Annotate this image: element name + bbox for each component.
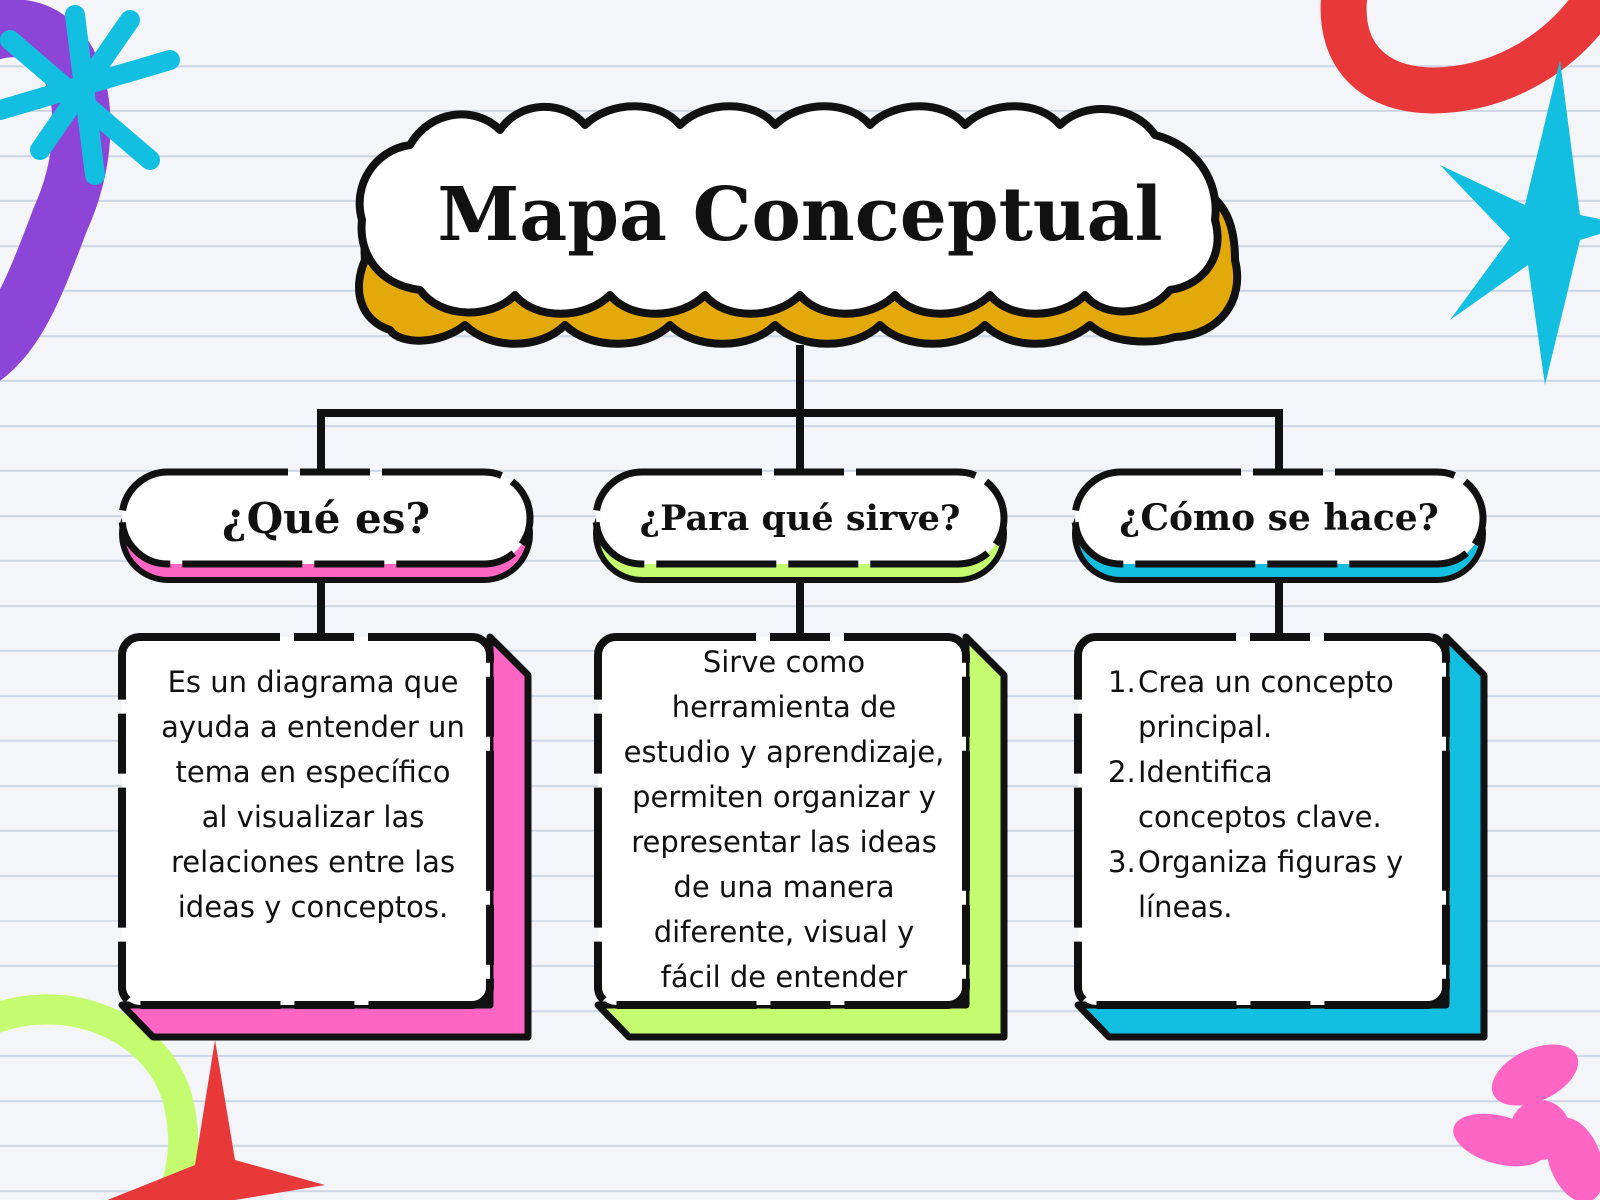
step-text-line: Crea un concepto: [1138, 665, 1394, 699]
text-line: Es un diagrama que: [167, 665, 459, 699]
text-line: relaciones entre las: [170, 845, 456, 879]
connector-lines: [317, 345, 1283, 637]
text-line: estudio y aprendizaje,: [623, 735, 945, 769]
card-side-para-que-sirve: [594, 633, 1008, 1041]
step-number: 2.: [1108, 755, 1136, 789]
step-text-line: líneas.: [1138, 890, 1233, 924]
text-line: ayuda a entender un: [161, 710, 465, 744]
step-text-line: conceptos clave.: [1138, 800, 1382, 834]
text-line: permiten organizar y: [632, 780, 936, 814]
text-line: tema en específico: [175, 755, 451, 789]
step-item: 1. Crea un concepto principal.: [1108, 660, 1438, 750]
title-cloud-body: [355, 102, 1222, 318]
step-item: 3. Organiza figuras y líneas.: [1108, 840, 1438, 930]
page-title: Mapa Conceptual: [437, 172, 1163, 258]
question-pills: [118, 468, 1487, 583]
cyan-star-decoration-topleft: [0, 5, 180, 185]
content-cards: [118, 633, 1488, 1041]
pill-body-para-que-sirve: [592, 468, 1008, 568]
cyan-star-decoration-topright: [1440, 60, 1600, 385]
pink-flower-decoration: [1453, 1044, 1600, 1200]
red-loop-decoration: [1320, 0, 1600, 114]
pill-body-como-se-hace: [1071, 468, 1487, 568]
card-text-que-es: Es un diagrama que ayuda a entender un t…: [138, 660, 488, 930]
question-como-se-hace: ¿Cómo se hace?: [1119, 497, 1439, 539]
card-side-que-es: [118, 633, 532, 1041]
card-face-que-es: [118, 633, 494, 1009]
text-line: representar las ideas: [631, 825, 937, 859]
text-line: de una manera: [673, 870, 895, 904]
question-que-es: ¿Qué es?: [221, 493, 431, 543]
title-cloud: [355, 102, 1242, 348]
card-side-como-se-hace: [1074, 633, 1488, 1041]
text-line: herramienta de: [671, 690, 897, 724]
pill-body-que-es: [118, 468, 534, 568]
text-line: ideas y conceptos.: [177, 890, 449, 924]
step-text-line: Identifica: [1138, 755, 1273, 789]
text-line: fácil de entender: [660, 960, 908, 994]
card-text-para-que-sirve: Sirve como herramienta de estudio y apre…: [604, 640, 964, 1000]
purple-swirl-decoration: [0, 0, 111, 381]
step-text-line: principal.: [1138, 710, 1273, 744]
card-face-como-se-hace: [1074, 633, 1450, 1009]
step-item: 2. Identifica conceptos clave.: [1108, 750, 1438, 840]
text-line: diferente, visual y: [653, 915, 915, 949]
step-text-line: Organiza figuras y: [1138, 845, 1404, 879]
card-face-para-que-sirve: [594, 633, 970, 1009]
text-line: Sirve como: [702, 645, 866, 679]
steps-list: 1. Crea un concepto principal. 2. Identi…: [1108, 660, 1438, 930]
text-line: al visualizar las: [201, 800, 425, 834]
question-para-que-sirve: ¿Para qué sirve?: [639, 497, 961, 539]
step-number: 3.: [1108, 845, 1136, 879]
step-number: 1.: [1108, 665, 1136, 699]
red-star-decoration: [107, 1040, 325, 1200]
